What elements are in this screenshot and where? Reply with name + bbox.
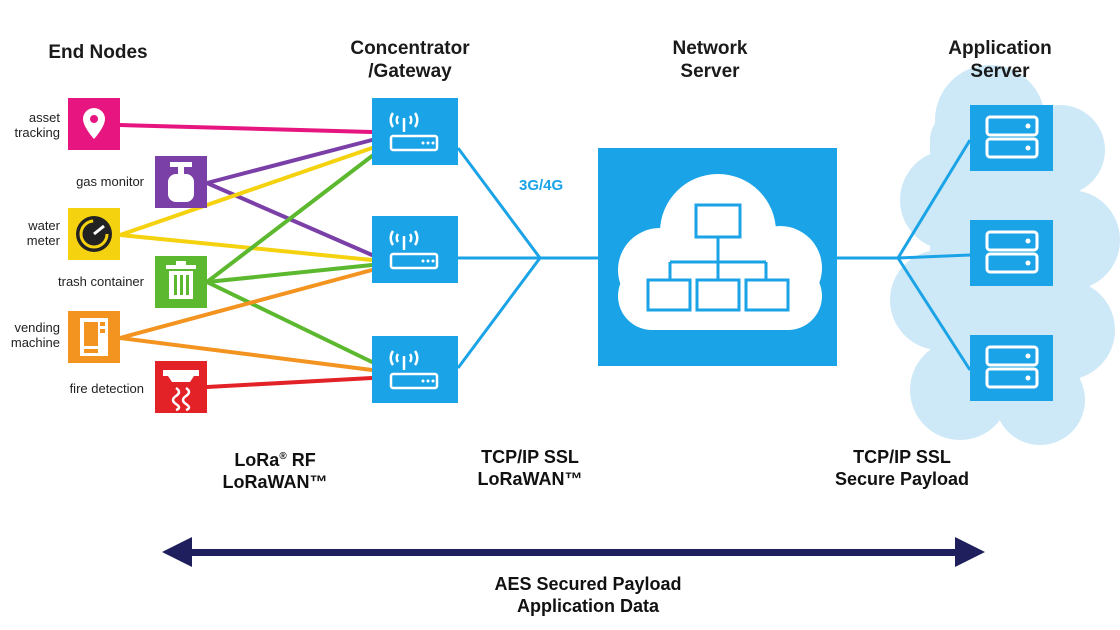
gateways — [372, 98, 458, 403]
application-servers — [970, 105, 1053, 401]
app-server-1 — [970, 105, 1053, 171]
protocol-tcp-secure: TCP/IP SSL Secure Payload — [792, 446, 1012, 490]
server-icon — [985, 345, 1039, 389]
network-header-line2: Server — [680, 61, 740, 82]
server-icon — [985, 115, 1039, 159]
application-server-header: Application Server — [925, 37, 1075, 83]
protocol-tcp-line2: LoRaWAN™ — [477, 469, 583, 489]
app-header-line2: Server — [970, 61, 1030, 82]
protocol-tcp-line1: TCP/IP SSL — [481, 447, 579, 467]
node-label-line: fire detection — [69, 381, 144, 396]
network-server-header: Network Server — [640, 37, 780, 83]
node-label-line: gas monitor — [76, 174, 144, 189]
link-vending-gw3 — [118, 336, 374, 372]
gas-cylinder-icon — [155, 156, 207, 208]
antenna-icon — [389, 230, 419, 250]
node-label-line: meter — [26, 233, 60, 248]
router-icon — [389, 134, 439, 152]
backhaul-label: 3G/4G — [519, 177, 564, 194]
node-label-line: tracking — [14, 125, 60, 140]
node-label-line: water — [28, 218, 60, 233]
vending-machine-icon — [68, 311, 120, 363]
link-trash-gw3 — [205, 280, 374, 364]
node-label-line: trash container — [58, 274, 144, 289]
link-water-gw1 — [118, 146, 374, 237]
footer-line1: AES Secured Payload — [494, 574, 682, 594]
node-label-trash-container: trash container — [24, 274, 144, 289]
node-label-water-meter: water meter — [0, 218, 60, 248]
trash-can-icon — [155, 256, 207, 308]
aes-footer-label: AES Secured Payload Application Data — [438, 573, 738, 617]
end-node-icons — [68, 98, 207, 413]
link-trash-gw2 — [205, 263, 374, 284]
aes-double-arrow — [162, 537, 985, 567]
end-nodes-header: End Nodes — [48, 42, 148, 63]
gateway-3 — [372, 336, 458, 403]
footer-line2: Application Data — [516, 596, 659, 616]
app-server-2 — [970, 220, 1053, 286]
network-tree-icon — [646, 203, 790, 312]
node-label-gas-monitor: gas monitor — [24, 174, 144, 189]
location-pin-icon — [68, 98, 120, 150]
backhaul-links — [456, 139, 972, 371]
node-label-vending-machine: vending machine — [0, 320, 60, 350]
protocol-secure-line1: TCP/IP SSL — [853, 447, 951, 467]
link-asset-gw1 — [118, 123, 374, 134]
server-icon — [985, 230, 1039, 274]
protocol-lora-line1: LoRa® RF — [234, 450, 316, 470]
app-server-3 — [970, 335, 1053, 401]
protocol-lora-line2: LoRaWAN™ — [222, 472, 328, 492]
node-label-asset-tracking: asset tracking — [0, 110, 60, 140]
link-trash-gw1 — [205, 154, 374, 284]
link-gas-gw1 — [205, 138, 374, 185]
router-icon — [389, 372, 439, 390]
node-label-line: asset — [28, 110, 60, 125]
link-water-gw2 — [118, 233, 374, 262]
rf-links — [118, 123, 374, 389]
smoke-detector-icon — [155, 361, 207, 413]
gateway-2 — [372, 216, 458, 283]
node-label-line: vending — [14, 320, 60, 335]
gateway-header-line2: /Gateway — [368, 61, 452, 82]
router-icon — [389, 252, 439, 270]
antenna-icon — [389, 350, 419, 370]
gateway-header-line1: Concentrator — [350, 38, 470, 59]
protocol-tcp-lorawan: TCP/IP SSL LoRaWAN™ — [420, 446, 640, 490]
protocol-secure-line2: Secure Payload — [834, 469, 970, 489]
link-vending-gw2 — [118, 268, 374, 340]
node-label-fire-detection: fire detection — [24, 381, 144, 396]
antenna-icon — [389, 112, 419, 132]
network-server — [598, 148, 837, 366]
gateway-1 — [372, 98, 458, 165]
protocol-lora-rf: LoRa® RF LoRaWAN™ — [165, 446, 385, 493]
link-fire-gw3 — [205, 376, 374, 389]
network-header-line1: Network — [672, 38, 748, 59]
node-label-line: machine — [10, 335, 60, 350]
gauge-icon — [68, 208, 120, 260]
gateway-header: Concentrator /Gateway — [325, 37, 495, 83]
app-header-line1: Application — [948, 38, 1052, 59]
